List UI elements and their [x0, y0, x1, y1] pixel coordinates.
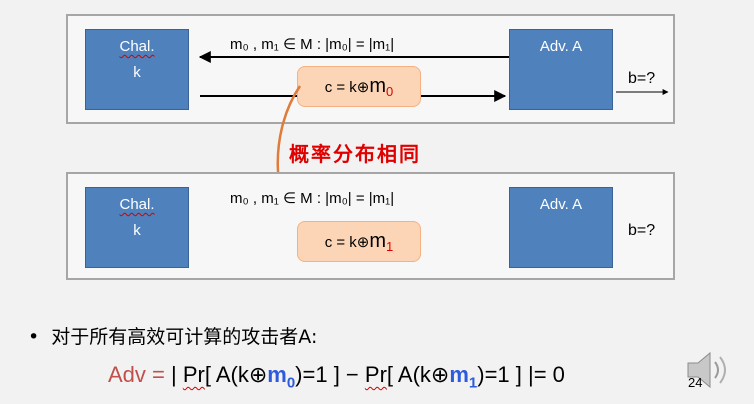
speaker-icon[interactable] — [684, 348, 736, 392]
page-number: 24 — [688, 375, 703, 390]
ciphertext-prefix: c = k⊕ — [324, 233, 370, 251]
message-index: 0 — [386, 84, 394, 99]
advantage-formula: Adv = | Pr[ A(k⊕m0)=1 ] − Pr[ A(k⊕m1)=1 … — [108, 362, 565, 391]
probability-symbol: Pr — [182, 362, 205, 387]
formula-bar: | — [170, 362, 183, 387]
adversary-box-bottom: Adv. A — [509, 187, 613, 268]
ciphertext-prefix: c = k⊕ — [324, 78, 370, 96]
adversary-box-top: Adv. A — [509, 29, 613, 110]
challenger-key: k — [133, 222, 141, 239]
formula-term-2-close: )=1 ] |= 0 — [477, 362, 565, 387]
formula-term-1: [ A(k⊕ — [204, 362, 268, 387]
adversary-label: Adv. A — [539, 196, 583, 213]
challenger-title: Chal. — [119, 38, 155, 55]
probability-symbol: Pr — [364, 362, 387, 387]
challenger-box-bottom: Chal. k — [85, 187, 189, 268]
output-guess-bottom: b=? — [628, 222, 656, 239]
advantage-label: Adv = — [108, 362, 171, 387]
same-distribution-label: 概率分布相同 — [289, 142, 421, 166]
output-guess-top: b=? — [628, 70, 656, 87]
challenger-title: Chal. — [119, 196, 155, 213]
challenger-key: k — [133, 64, 141, 81]
formula-term-2: [ A(k⊕ — [386, 362, 450, 387]
formula-term-1-close: )=1 ] − — [295, 362, 365, 387]
message-m1: m1 — [449, 362, 478, 392]
bullet-line: • 对于所有高效可计算的攻击者A: — [28, 322, 317, 349]
bullet-text: 对于所有高效可计算的攻击者A: — [51, 326, 318, 348]
message-pair-label-bottom: m₀ , m₁ ∈ M : |m₀| = |m₁| — [230, 190, 395, 207]
message-index: 1 — [386, 239, 394, 254]
message-symbol: m — [369, 230, 387, 252]
challenger-box-top: Chal. k — [85, 29, 189, 110]
message-m0: m0 — [267, 362, 296, 392]
message-pair-label-top: m₀ , m₁ ∈ M : |m₀| = |m₁| — [230, 36, 395, 53]
bullet-dot: • — [28, 326, 52, 348]
message-symbol: m — [369, 75, 387, 97]
adversary-label: Adv. A — [539, 38, 583, 55]
